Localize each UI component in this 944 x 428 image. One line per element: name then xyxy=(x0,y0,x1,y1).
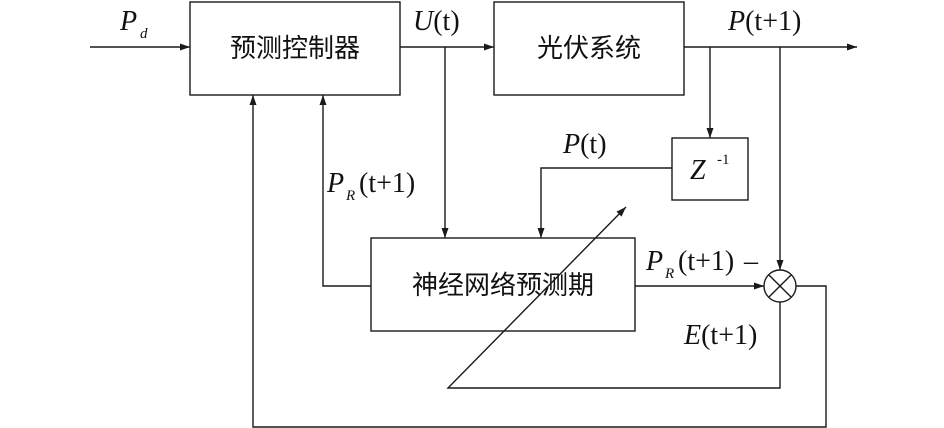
delay-to-predictor-wire xyxy=(537,167,672,238)
delay-exponent: -1 xyxy=(717,152,730,168)
svg-text:R: R xyxy=(345,188,355,204)
svg-text:P(t): P(t) xyxy=(562,129,607,160)
output-label: P(t+1) xyxy=(727,6,801,37)
delay-block: Z -1 xyxy=(671,137,749,201)
predictive-controller-block: 预测控制器 xyxy=(189,1,401,96)
prediction-feedback-label: P R (t+1) xyxy=(326,168,415,204)
error-feedback-wire xyxy=(249,95,827,428)
delay-base: Z xyxy=(690,155,706,186)
delayed-output-label: P(t) xyxy=(562,129,607,160)
minus-sign: – xyxy=(743,246,759,277)
summing-junction xyxy=(763,269,797,303)
svg-text:U(t): U(t) xyxy=(413,6,460,37)
learning-adjust-arrow xyxy=(446,206,781,389)
control-signal-label: U(t) xyxy=(413,6,460,37)
svg-text:P(t+1): P(t+1) xyxy=(727,6,801,37)
svg-text:(t+1): (t+1) xyxy=(359,168,415,199)
svg-text:R: R xyxy=(664,266,674,282)
svg-text:P: P xyxy=(645,246,663,277)
setpoint-label: P d xyxy=(119,6,148,42)
neural-predictor-label: 神经网络预测期 xyxy=(412,271,594,301)
predictive-controller-label: 预测控制器 xyxy=(230,34,360,64)
svg-text:P: P xyxy=(119,6,137,37)
svg-text:P: P xyxy=(326,168,344,199)
pv-system-label: 光伏系统 xyxy=(537,34,641,64)
neural-predictor-block: 神经网络预测期 xyxy=(370,237,636,332)
prediction-to-sum-label: P R (t+1) – xyxy=(645,246,759,282)
svg-text:(t+1): (t+1) xyxy=(678,246,734,277)
prediction-feedback-wire xyxy=(319,95,371,287)
pv-system-block: 光伏系统 xyxy=(493,1,685,96)
svg-text:E(t+1): E(t+1) xyxy=(683,320,757,351)
error-label: E(t+1) xyxy=(683,320,757,351)
svg-text:d: d xyxy=(140,26,148,42)
